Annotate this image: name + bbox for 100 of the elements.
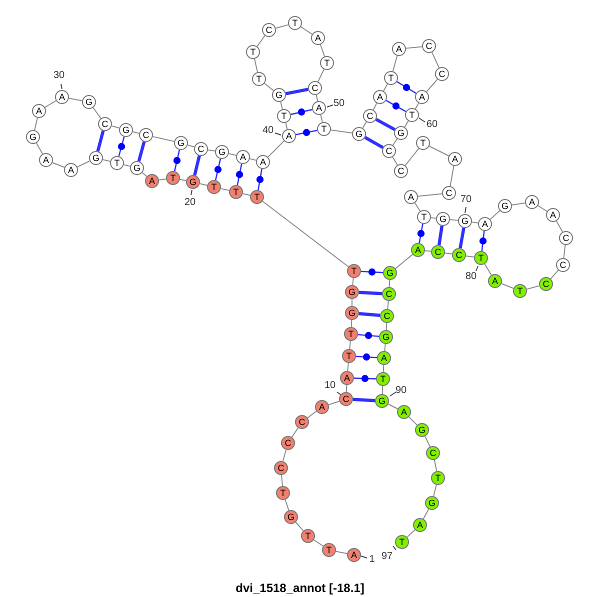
backbone-line <box>347 362 349 372</box>
backbone-line <box>36 142 44 154</box>
position-number: 80 <box>465 271 477 283</box>
base-pair-line <box>174 150 180 172</box>
backbone-line <box>267 140 285 158</box>
backbone-line <box>408 416 418 426</box>
backbone-line <box>280 101 283 110</box>
backbone-line <box>284 499 290 511</box>
backbone-line <box>384 343 386 352</box>
backbone-line <box>313 539 324 547</box>
base-pair-line <box>214 158 222 180</box>
base-pair-line <box>290 108 312 116</box>
position-number: 70 <box>460 194 472 206</box>
backbone-line <box>424 250 432 252</box>
backbone-line <box>563 244 566 259</box>
backbone-line <box>431 52 440 68</box>
backbone-line <box>556 220 564 232</box>
backbone-line <box>320 44 326 57</box>
backbone-line <box>307 410 317 418</box>
backbone-line <box>387 300 389 310</box>
backbone-line <box>220 188 230 191</box>
base-pair-line <box>356 356 378 358</box>
base-pair-line <box>458 228 466 248</box>
backbone-line <box>424 436 430 448</box>
backbone-line <box>417 193 443 197</box>
backbone-line <box>199 183 208 186</box>
backbone-line <box>68 98 83 102</box>
base-pair-line <box>418 224 424 244</box>
backbone-line <box>158 178 167 180</box>
backbone-line <box>228 153 237 156</box>
position-number: 50 <box>333 98 345 110</box>
base-pair-line <box>360 270 384 274</box>
base-pair-line <box>236 164 242 186</box>
backbone-line <box>471 222 479 224</box>
backbone-line <box>382 386 384 394</box>
backbone-line <box>34 117 38 131</box>
base-pair-line <box>364 136 384 149</box>
backbone-line <box>501 283 514 289</box>
position-number: 40 <box>262 125 274 137</box>
base-pair-line <box>352 398 376 402</box>
backbone-line <box>300 26 313 35</box>
backbone-line <box>52 162 65 168</box>
position-number: 97 <box>381 551 393 563</box>
backbone-line <box>132 131 140 134</box>
backbone-line <box>152 136 175 142</box>
backbone-line <box>383 84 388 92</box>
backbone-line <box>318 68 324 82</box>
backbone-line <box>254 58 258 73</box>
base-pair-line <box>358 334 380 338</box>
backbone-line <box>346 384 348 392</box>
backbone-line <box>511 202 526 206</box>
base-pair-line <box>193 155 201 176</box>
base-pair-line <box>354 378 376 380</box>
backbone-line <box>392 55 398 72</box>
backbone-line <box>295 522 304 532</box>
backbone-line <box>405 46 423 49</box>
backbone-line <box>179 178 187 182</box>
backbone-line <box>526 285 540 290</box>
backbone-line <box>111 125 120 129</box>
backbone-line <box>249 158 257 161</box>
backbone-line <box>44 100 57 108</box>
backbone-line <box>388 280 390 288</box>
base-pair-line <box>296 130 318 136</box>
backbone-line <box>382 364 384 372</box>
base-pair-line <box>375 118 396 132</box>
backbone-line <box>392 138 398 146</box>
backbone-line <box>335 550 348 554</box>
backbone-line <box>349 340 351 350</box>
base-pair-line <box>258 168 262 190</box>
backbone-line <box>422 508 430 520</box>
backbone-line <box>444 252 453 254</box>
backbone-line <box>330 130 353 134</box>
base-pair-line <box>286 88 308 96</box>
backbone-line <box>316 94 318 102</box>
base-pair-line <box>437 226 444 246</box>
position-number: 10 <box>324 380 336 392</box>
backbone-line <box>76 160 90 168</box>
backbone-line <box>291 427 299 438</box>
base-pair-line <box>118 136 125 156</box>
base-pair-line <box>396 81 416 94</box>
backbone-line <box>328 400 340 406</box>
backbone-line <box>484 263 492 276</box>
backbone-line <box>428 146 450 156</box>
diagram-title: dvi_1518_annot [-18.1] <box>236 580 364 596</box>
position-number: 30 <box>53 70 65 82</box>
base-pair-line <box>481 230 485 252</box>
backbone-line <box>275 24 289 29</box>
base-pair-line <box>137 141 146 162</box>
backbone-line <box>426 78 438 92</box>
backbone-line <box>450 165 454 187</box>
backbone-line <box>386 322 388 330</box>
base-pair-line <box>358 290 382 296</box>
backbone-line <box>256 35 266 47</box>
backbone-line <box>285 122 288 130</box>
backbone-line <box>352 277 354 286</box>
backbone-line <box>406 529 416 538</box>
backbone-line <box>264 82 274 92</box>
position-number: 60 <box>426 119 438 131</box>
backbone-line <box>550 270 559 280</box>
base-pair-line <box>386 100 406 112</box>
